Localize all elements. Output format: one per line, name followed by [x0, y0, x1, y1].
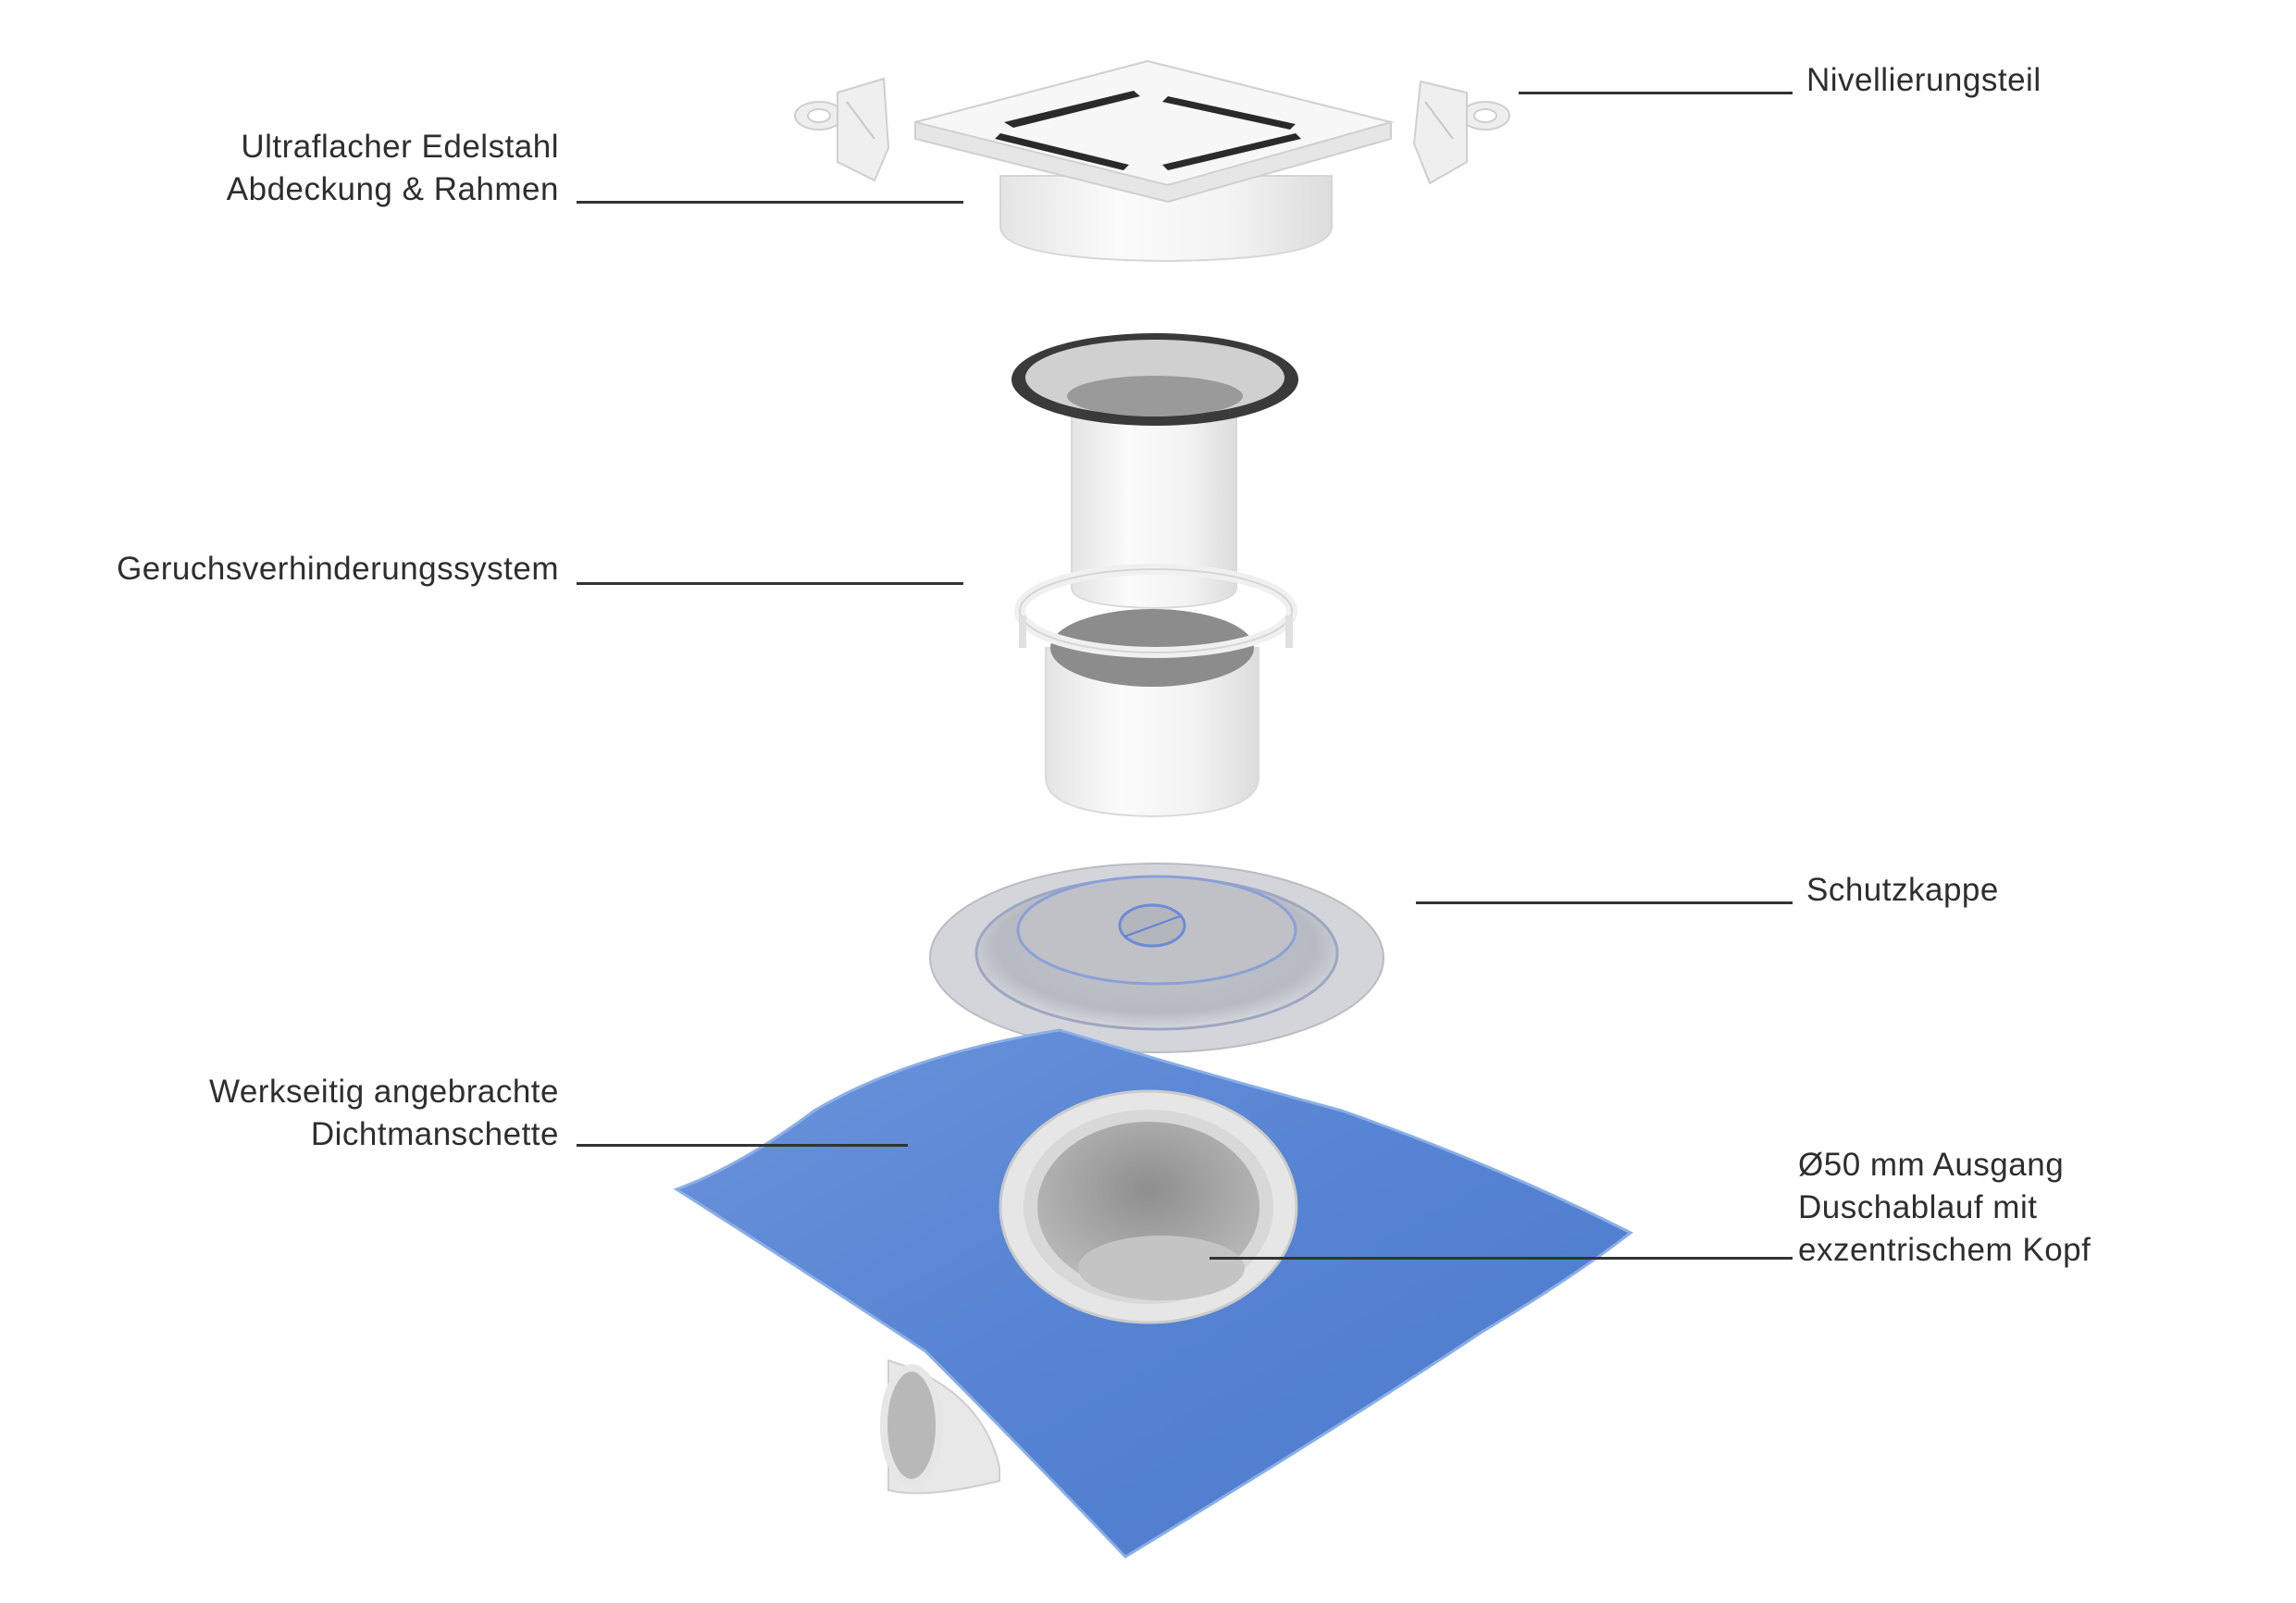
odour-trap-system — [1011, 333, 1298, 818]
drain-outlet — [999, 1089, 1298, 1324]
label-odour: Geruchsverhinderungssystem — [117, 548, 559, 590]
label-line: Geruchsverhinderungssystem — [117, 551, 559, 587]
leader-line-membrane — [577, 1144, 908, 1147]
label-line: Werkseitig angebrachte — [208, 1074, 559, 1110]
label-cover: Ultraflacher Edelstahl Abdeckung & Rahme… — [227, 126, 559, 211]
label-line: Ultraflacher Edelstahl — [241, 129, 559, 165]
protective-cap — [929, 863, 1384, 1053]
leader-line-outlet — [1210, 1257, 1793, 1260]
sealing-membrane — [673, 1028, 1633, 1559]
leveling-clip-left — [794, 77, 890, 182]
label-line: Ø50 mm Ausgang — [1798, 1147, 2065, 1183]
leader-line-odour — [577, 582, 963, 585]
label-line: Duschablauf mit — [1798, 1189, 2038, 1225]
label-outlet: Ø50 mm Ausgang Duschablauf mit exzentris… — [1798, 1144, 2091, 1272]
label-line: Nivellierungsteil — [1806, 62, 2042, 98]
label-cap: Schutzkappe — [1806, 869, 1999, 912]
label-line: Schutzkappe — [1806, 872, 1999, 908]
stainless-cover-and-frame — [914, 59, 1395, 263]
leveling-clip-right — [1412, 80, 1510, 185]
leader-line-cover — [577, 201, 963, 204]
leader-line-cap — [1416, 901, 1793, 904]
label-leveling: Nivellierungsteil — [1806, 59, 2042, 102]
leader-line-leveling — [1519, 92, 1793, 94]
label-line: Dichtmanschette — [310, 1116, 559, 1152]
label-line: exzentrischem Kopf — [1798, 1232, 2091, 1268]
label-membrane: Werkseitig angebrachte Dichtmanschette — [209, 1071, 559, 1156]
label-line: Abdeckung & Rahmen — [226, 171, 559, 207]
